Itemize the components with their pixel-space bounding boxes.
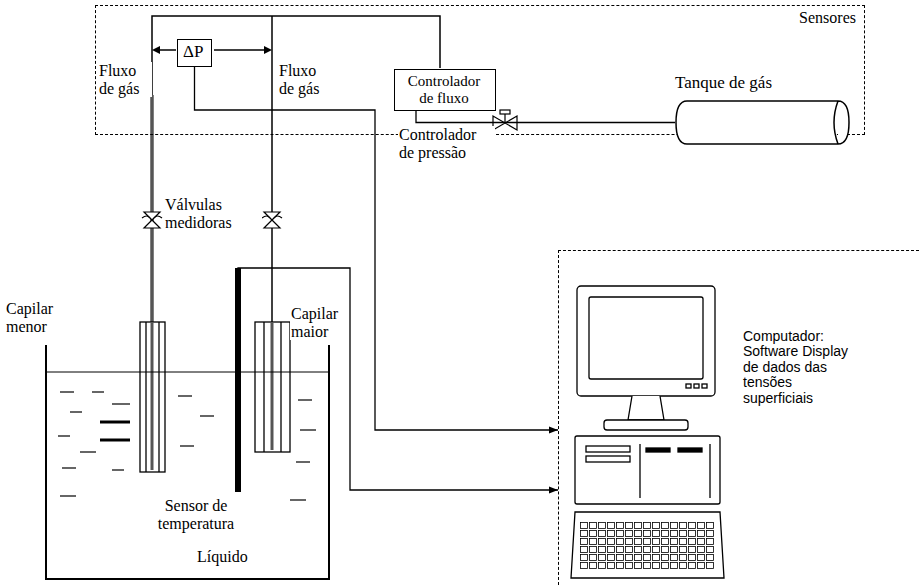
gas-flow-label: Fluxo de gás [98, 62, 152, 97]
node-text: Controlador de fluxo [400, 73, 488, 106]
tank-outline [675, 100, 850, 145]
flow-arrowhead [152, 46, 272, 54]
pressure-controller-label: Controlador de pressão [398, 126, 495, 161]
liquid-mark [58, 392, 316, 500]
node-text: Líquido [197, 548, 248, 566]
signal-connector [195, 67, 559, 430]
thick-gas-line [150, 95, 154, 322]
valve-label: Válvulas medidoras [164, 196, 262, 231]
flow-controller-box: Controlador de fluxo [394, 69, 496, 111]
pressure-valve [493, 110, 517, 130]
node-text: Tanque de gás [675, 74, 772, 93]
pressure-sensor-box: ΔP [177, 39, 212, 67]
gas-tank: Tanque de gás [675, 100, 850, 145]
gas-flow-label: Fluxo de gás [278, 62, 335, 97]
node-text: ΔP [183, 43, 206, 62]
signal-connector [238, 268, 558, 490]
temperature-sensor-label: Sensor de temperatura [146, 497, 246, 532]
liquid-beaker: Líquido [45, 345, 330, 580]
liquid-surface [47, 372, 328, 373]
node-text: Sensores [799, 9, 856, 27]
signal-connector [416, 111, 675, 123]
node-text: Computador: Software Display de dados da… [743, 329, 865, 406]
capillary-label: Capilar menor [5, 300, 65, 335]
gas-line [152, 16, 440, 322]
computer-region: Computador: Software Display de dados da… [558, 250, 919, 585]
computer-illustration [571, 286, 724, 578]
capillary-label: Capilar maior [290, 305, 348, 340]
